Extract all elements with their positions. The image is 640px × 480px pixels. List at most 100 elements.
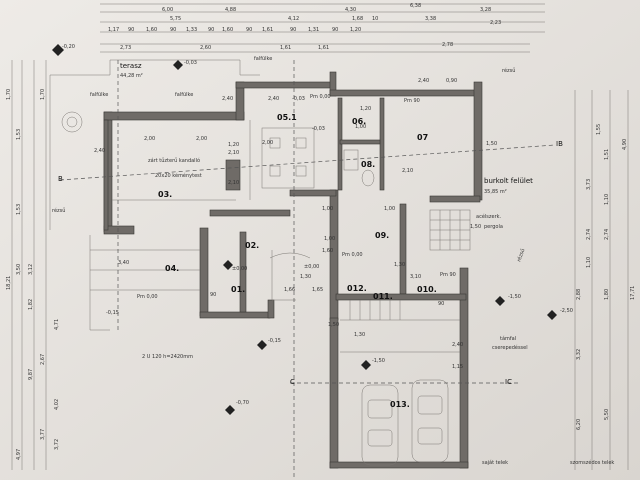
room-011: 011. bbox=[373, 292, 393, 301]
level-11: -0,03 bbox=[312, 126, 325, 132]
terrace-area: 44,28 m² bbox=[120, 73, 143, 79]
room-dim-31: 2,40 bbox=[268, 96, 279, 102]
retaining-wall-label: támfal bbox=[500, 335, 516, 342]
dim-top-row3-f: 2,23 bbox=[490, 20, 501, 26]
dim-right-1: 1,51 bbox=[604, 149, 610, 160]
slope-label-top: rézsű bbox=[502, 67, 515, 74]
dim-top-total: 6,38 bbox=[410, 3, 421, 9]
dim-left-12: 4,02 bbox=[54, 399, 60, 410]
section-c-right: IC bbox=[505, 378, 512, 386]
paved-surface-area: 35,85 m² bbox=[484, 189, 507, 195]
dim-left-1: 1,53 bbox=[16, 129, 22, 140]
room-dim-33: 3,40 bbox=[118, 260, 129, 266]
room-dim-30: 2,40 bbox=[222, 96, 233, 102]
room-dim-27: 1,15 bbox=[452, 364, 463, 370]
room-dim-32: 2,40 bbox=[418, 78, 429, 84]
section-c-left: C bbox=[290, 378, 295, 386]
steel-structure-label: acélszerk. bbox=[476, 213, 502, 220]
dim-left-10: 2,67 bbox=[40, 354, 46, 365]
dim-right-9: 2,88 bbox=[576, 289, 582, 300]
dim-top-row4-6: 1,60 bbox=[222, 27, 233, 33]
dim-right-13: 6,20 bbox=[576, 419, 582, 430]
level-3: ±0,00 bbox=[232, 266, 247, 272]
section-b-left: B bbox=[58, 175, 63, 183]
dim-top-row2-c: 4,30 bbox=[345, 7, 356, 13]
right-dimension-lines bbox=[574, 90, 629, 470]
dim-top-row4-0: 1,17 bbox=[108, 27, 119, 33]
niche-label-2: falfülke bbox=[175, 92, 193, 98]
room-dim-1: 2,00 bbox=[144, 136, 155, 142]
neighbour-plot-label: szomszédos telek bbox=[570, 459, 614, 466]
dim-top-row5-4: 2,78 bbox=[442, 42, 453, 48]
room-dim-7: 1,00 bbox=[322, 206, 333, 212]
room-dim-6: 2,10 bbox=[228, 180, 239, 186]
level-7: -2,50 bbox=[560, 308, 573, 314]
room-dim-17: Pm 90 bbox=[440, 272, 456, 278]
room-dim-20: 1,30 bbox=[394, 262, 405, 268]
dim-left-5: 1,82 bbox=[28, 299, 34, 310]
dim-top-row4-7: 90 bbox=[246, 27, 252, 33]
dim-top-row4-3: 90 bbox=[170, 27, 176, 33]
level-2: -0,03 bbox=[292, 96, 305, 102]
room-04: 04. bbox=[165, 264, 179, 273]
own-plot-label: saját telek bbox=[482, 459, 508, 466]
room-02: 02. bbox=[245, 241, 259, 250]
room-010: 010. bbox=[417, 285, 437, 294]
dim-top-row4-5: 90 bbox=[208, 27, 214, 33]
room-dim-29: 90 bbox=[210, 292, 216, 298]
room-dim-12: 1,00 bbox=[384, 206, 395, 212]
dim-left-9: 4,71 bbox=[54, 319, 60, 330]
room-dim-4: 1,20 bbox=[228, 142, 239, 148]
room-dim-21: 1,00 bbox=[324, 236, 335, 242]
dim-right-11: 3,32 bbox=[576, 349, 582, 360]
room-dim-9: 1,00 bbox=[355, 124, 366, 130]
section-lines bbox=[59, 60, 556, 480]
dim-top-row4-9: 90 bbox=[290, 27, 296, 33]
room-06: 06. bbox=[352, 117, 366, 126]
room-dim-28: 90 bbox=[438, 301, 444, 307]
dim-top-row4-4: 1,33 bbox=[186, 27, 197, 33]
room-dim-26: 1,60 bbox=[322, 248, 333, 254]
dim-top-row4-11: 90 bbox=[332, 27, 338, 33]
terrace bbox=[49, 59, 260, 230]
dim-top-row2-a: 6,00 bbox=[162, 7, 173, 13]
dim-left-4: 3,12 bbox=[28, 264, 34, 275]
dim-right-6: 2,74 bbox=[604, 229, 610, 240]
room-dim-8: 1,20 bbox=[360, 106, 371, 112]
room-03: 03. bbox=[158, 190, 172, 199]
left-dimension-lines bbox=[11, 60, 47, 470]
interior-details bbox=[89, 120, 471, 353]
room-01: 01. bbox=[231, 285, 245, 294]
dim-left-11: 3,77 bbox=[40, 429, 46, 440]
room-05: 05.1 bbox=[277, 113, 297, 122]
fireplace-label: zárt tűzterű kandalló bbox=[148, 157, 200, 164]
level-6: -1,50 bbox=[372, 358, 385, 364]
dim-left-6: 9,87 bbox=[28, 369, 34, 380]
section-b-right: IB bbox=[556, 140, 563, 148]
level-5: -1,50 bbox=[508, 294, 521, 300]
dim-right-8: 1,10 bbox=[586, 257, 592, 268]
dim-top-row2-d: 3,28 bbox=[480, 7, 491, 13]
room-dim-19: 1,30 bbox=[354, 332, 365, 338]
room-dim-15: Pm 0,00 bbox=[342, 252, 363, 258]
level-1: -0,03 bbox=[184, 60, 197, 66]
dim-top-row4-8: 1,61 bbox=[262, 27, 273, 33]
dim-right-10: 1,80 bbox=[604, 289, 610, 300]
level-8: -0,15 bbox=[268, 338, 281, 344]
dim-top-row5-2: 1,61 bbox=[280, 45, 291, 51]
room-dim-25: 1,65 bbox=[312, 287, 323, 293]
dim-top-row3-d: 10 bbox=[372, 16, 378, 22]
level-markers bbox=[52, 44, 557, 415]
chimney-label: 20x20 kéménytest bbox=[155, 172, 202, 179]
room-dim-35: 1,50 bbox=[328, 322, 339, 328]
room-08: 08. bbox=[361, 160, 375, 169]
room-dim-16: Pm 0,00 bbox=[310, 94, 331, 100]
dim-right-5: 2,74 bbox=[586, 229, 592, 240]
room-dim-5: 2,10 bbox=[228, 150, 239, 156]
level-0: -0,20 bbox=[62, 44, 75, 50]
level-9: -0,15 bbox=[106, 310, 119, 316]
